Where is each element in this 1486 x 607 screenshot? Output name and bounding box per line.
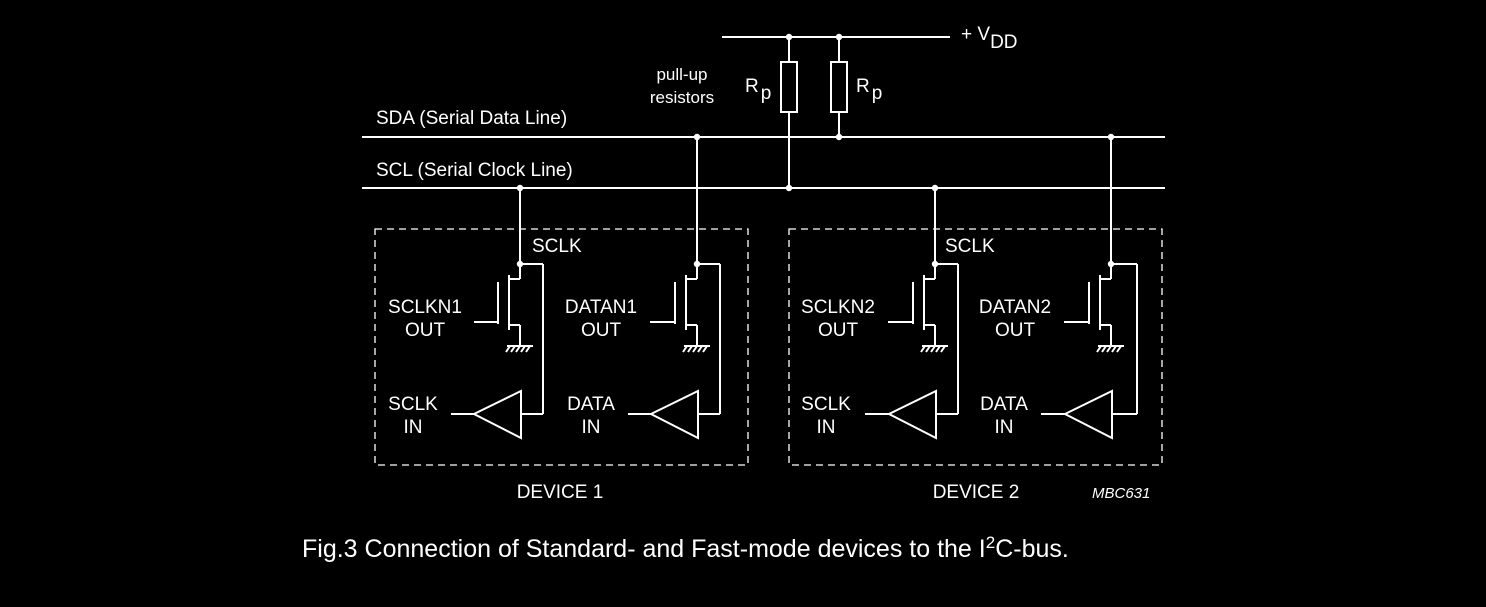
device-1-datan-out-label: OUT [581,320,622,341]
figure-code: MBC631 [1092,485,1150,502]
vdd-rail: + VDD [722,24,1018,53]
pullup-label-line2: resistors [650,88,714,107]
device-2-clk-input-buffer [886,389,937,440]
device-1-box [374,228,749,466]
device-2-sclkn-label: SCLKN2 [801,297,875,318]
device-1-sclk-in-sub-label: IN [404,417,423,438]
device-2-sclk-in-label: SCLK [801,394,851,415]
device-1-sclk-node-label: SCLK [532,236,582,257]
device-2-data-input-buffer [1062,389,1113,440]
device-2-data-in-sub-label: IN [995,417,1014,438]
device-1-clk-transistor [474,264,533,353]
device-2-clk-transistor [888,264,948,353]
device-1-data-input-buffer [648,389,699,440]
device-1-name: DEVICE 1 [517,482,604,503]
sda-line: SDA (Serial Data Line) [362,108,1165,141]
device-2-data-in-label: DATA [980,394,1028,415]
device-2-box [788,228,1163,466]
sda-label: SDA (Serial Data Line) [376,108,567,129]
device-1-data-transistor [650,264,710,353]
figure-caption: Fig.3 Connection of Standard- and Fast-m… [302,533,1069,563]
device-2-sclkn-out-label: OUT [818,320,859,341]
device-2-sclk-in-sub-label: IN [817,417,836,438]
device-1-data-in-sub-label: IN [582,417,601,438]
device-1: SCLK SCLKN1 OUT SCLK IN [374,137,749,503]
scl-line: SCL (Serial Clock Line) [362,160,1165,192]
scl-label: SCL (Serial Clock Line) [376,160,573,181]
device-1-sclk-in-label: SCLK [388,394,438,415]
device-2-datan-label: DATAN2 [979,297,1051,318]
device-1-datan-label: DATAN1 [565,297,637,318]
device-1-sclkn-out-label: OUT [405,320,446,341]
device-2-datan-out-label: OUT [995,320,1036,341]
device-2-sclk-node-label: SCLK [945,236,995,257]
vdd-label: + VDD [961,24,1018,53]
pullup-label-line1: pull-up [656,65,707,84]
device-2-data-transistor [1064,264,1124,353]
device-1-data-in-label: DATA [567,394,615,415]
device-1-clk-input-buffer [471,389,522,440]
device-2: SCLK SCLKN2 OUT SCLK IN [788,137,1163,503]
device-1-sclkn-label: SCLKN1 [388,297,462,318]
device-2-name: DEVICE 2 [933,482,1020,503]
